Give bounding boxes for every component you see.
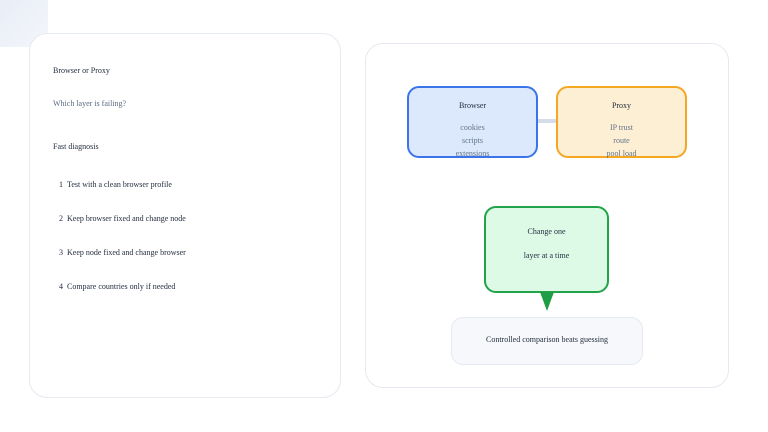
step-item: 4 Compare countries only if needed bbox=[59, 282, 176, 291]
browser-item: scripts bbox=[462, 136, 483, 145]
connector-line bbox=[537, 119, 557, 123]
result-text: Controlled comparison beats guessing bbox=[486, 335, 608, 344]
proxy-box: Proxy IP trust route pool load bbox=[556, 86, 687, 158]
panel-subtitle: Which layer is failing? bbox=[53, 99, 127, 108]
proxy-title: Proxy bbox=[611, 101, 632, 110]
result-box: Controlled comparison beats guessing bbox=[451, 317, 643, 365]
section-heading: Fast diagnosis bbox=[53, 142, 99, 151]
browser-item: cookies bbox=[460, 123, 485, 132]
panel-title: Browser or Proxy bbox=[53, 66, 110, 75]
left-panel: Browser or Proxy Which layer is failing?… bbox=[29, 33, 341, 398]
proxy-item: IP trust bbox=[609, 123, 634, 132]
step-item: 1 Test with a clean browser profile bbox=[59, 180, 172, 189]
browser-box: Browser cookies scripts extensions bbox=[407, 86, 538, 158]
change-one-box: Change one layer at a time bbox=[484, 206, 609, 293]
arrow-down-icon bbox=[540, 292, 554, 311]
center-line-2: layer at a time bbox=[523, 251, 570, 260]
browser-title: Browser bbox=[458, 101, 487, 110]
step-item: 3 Keep node fixed and change browser bbox=[59, 248, 186, 257]
proxy-item: route bbox=[613, 136, 630, 145]
proxy-item: pool load bbox=[606, 149, 637, 158]
step-item: 2 Keep browser fixed and change node bbox=[59, 214, 186, 223]
browser-item: extensions bbox=[455, 149, 490, 158]
center-line-1: Change one bbox=[527, 227, 566, 236]
